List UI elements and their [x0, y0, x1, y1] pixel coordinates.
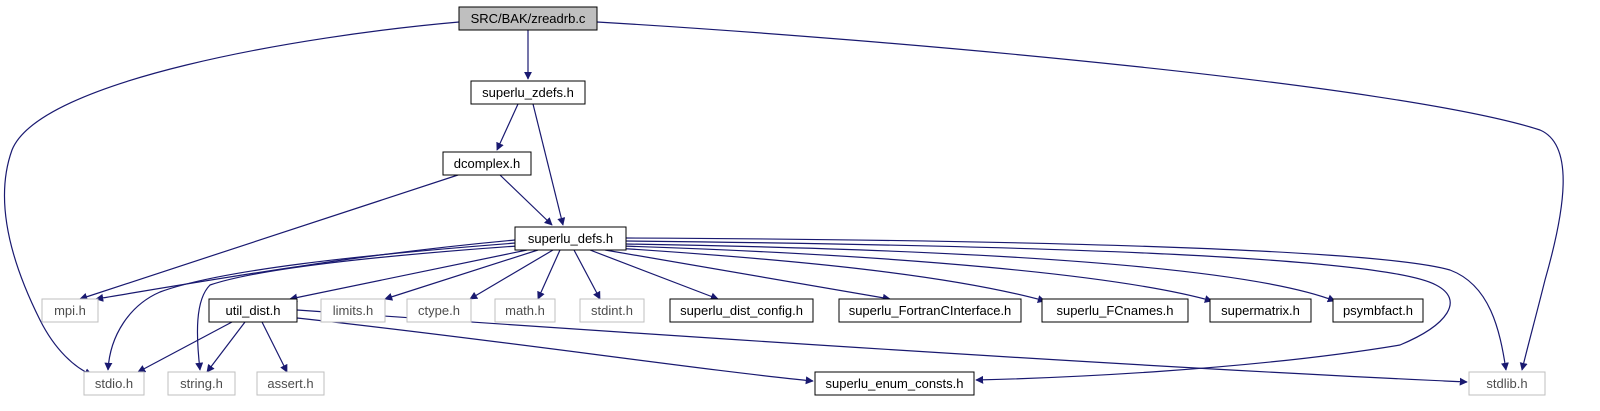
node-label: superlu_FCnames.h: [1056, 303, 1173, 318]
edge-superlu_defs_h-to-superlu_dist_config_h: [589, 249, 719, 301]
node-label: stdlib.h: [1486, 376, 1527, 391]
node-label: util_dist.h: [226, 303, 281, 318]
node-box: [83, 371, 145, 396]
edge-superlu_defs_h-to-string_h: [195, 245, 518, 371]
edge-superlu_defs_h-to-mpi_h: [95, 239, 516, 302]
edge-superlu_zdefs_h-to-superlu_defs_h: [532, 103, 566, 226]
node-box: [208, 298, 298, 323]
node-stdint_h: stdint.h: [579, 298, 645, 323]
node-limits_h: limits.h: [320, 298, 386, 323]
edge-superlu_defs_h-to-superlu_enum_consts_h: [625, 240, 1451, 384]
edge-superlu_defs_h-to-util_dist_h: [289, 249, 528, 302]
edge-superlu_defs_h-to-supermatrix_h: [621, 245, 1213, 303]
node-label: ctype.h: [418, 303, 460, 318]
edge-superlu_defs_h-to-limits_h: [384, 249, 539, 301]
node-label: supermatrix.h: [1221, 303, 1300, 318]
node-superlu_enum_consts_h[interactable]: superlu_enum_consts.h: [814, 371, 975, 396]
node-box: [814, 371, 975, 396]
node-label: mpi.h: [54, 303, 86, 318]
node-stdlib_h: stdlib.h: [1468, 371, 1546, 396]
edge-superlu_defs_h-to-ctype_h: [469, 249, 554, 300]
node-box: [320, 298, 386, 323]
node-label: math.h: [505, 303, 545, 318]
node-zreadrb_c[interactable]: SRC/BAK/zreadrb.c: [458, 6, 598, 31]
node-label: superlu_defs.h: [528, 231, 613, 246]
node-psymbfact_h[interactable]: psymbfact.h: [1332, 298, 1424, 323]
edge-superlu_defs_h-to-superlu_FortranCInterface_h: [604, 249, 891, 302]
node-box: [458, 6, 598, 31]
node-label: superlu_enum_consts.h: [825, 376, 963, 391]
edge-superlu_zdefs_h-to-dcomplex_h: [496, 103, 519, 151]
node-assert_h: assert.h: [256, 371, 325, 396]
edge-util_dist_h-to-stdlib_h: [296, 309, 1468, 386]
edge-superlu_defs_h-to-psymbfact_h: [625, 243, 1336, 303]
node-box: [579, 298, 645, 323]
node-label: superlu_zdefs.h: [482, 85, 574, 100]
edge-zreadrb_c-to-stdlib_h: [596, 21, 1564, 371]
edge-dcomplex_h-to-mpi_h: [79, 174, 459, 301]
node-box: [167, 371, 236, 396]
edge-zreadrb_c-to-stdio_h: [3, 21, 460, 376]
node-box: [256, 371, 325, 396]
edge-util_dist_h-to-superlu_enum_consts_h: [296, 317, 814, 385]
edge-superlu_defs_h-to-superlu_FCnames_h: [614, 247, 1046, 303]
node-label: assert.h: [267, 376, 313, 391]
node-label: superlu_FortranCInterface.h: [849, 303, 1012, 318]
edges-layer: [3, 21, 1564, 386]
node-mpi_h: mpi.h: [41, 298, 99, 323]
node-label: psymbfact.h: [1343, 303, 1413, 318]
edge-util_dist_h-to-assert_h: [261, 321, 288, 373]
node-box: [838, 298, 1022, 323]
node-box: [470, 80, 586, 105]
node-superlu_FCnames_h[interactable]: superlu_FCnames.h: [1041, 298, 1189, 323]
node-box: [1209, 298, 1312, 323]
node-box: [1468, 371, 1546, 396]
node-box: [669, 298, 814, 323]
node-box: [1041, 298, 1189, 323]
node-ctype_h: ctype.h: [406, 298, 472, 323]
node-box: [442, 151, 532, 176]
edge-util_dist_h-to-stdio_h: [137, 321, 233, 373]
node-util_dist_h[interactable]: util_dist.h: [208, 298, 298, 323]
edge-util_dist_h-to-string_h: [206, 321, 246, 373]
node-label: stdint.h: [591, 303, 633, 318]
node-box: [406, 298, 472, 323]
node-label: limits.h: [333, 303, 373, 318]
edge-superlu_defs_h-to-stdint_h: [573, 249, 601, 300]
node-label: SRC/BAK/zreadrb.c: [471, 11, 586, 26]
node-label: superlu_dist_config.h: [680, 303, 803, 318]
node-superlu_defs_h[interactable]: superlu_defs.h: [514, 226, 627, 251]
edge-dcomplex_h-to-superlu_defs_h: [499, 174, 553, 226]
node-dcomplex_h[interactable]: dcomplex.h: [442, 151, 532, 176]
node-math_h: math.h: [494, 298, 556, 323]
node-stdio_h: stdio.h: [83, 371, 145, 396]
node-box: [514, 226, 627, 251]
node-superlu_dist_config_h[interactable]: superlu_dist_config.h: [669, 298, 814, 323]
node-string_h: string.h: [167, 371, 236, 396]
node-label: stdio.h: [95, 376, 133, 391]
edge-superlu_defs_h-to-math_h: [537, 249, 561, 300]
node-label: string.h: [180, 376, 223, 391]
node-superlu_FortranCInterface_h[interactable]: superlu_FortranCInterface.h: [838, 298, 1022, 323]
node-label: dcomplex.h: [454, 156, 520, 171]
node-box: [494, 298, 556, 323]
edge-superlu_defs_h-to-stdlib_h: [625, 237, 1509, 371]
nodes-layer: SRC/BAK/zreadrb.c superlu_zdefs.h dcomplex…: [41, 6, 1546, 396]
node-box: [41, 298, 99, 323]
edge-superlu_defs_h-to-stdio_h: [104, 242, 517, 371]
node-superlu_zdefs_h[interactable]: superlu_zdefs.h: [470, 80, 586, 105]
node-supermatrix_h[interactable]: supermatrix.h: [1209, 298, 1312, 323]
node-box: [1332, 298, 1424, 323]
